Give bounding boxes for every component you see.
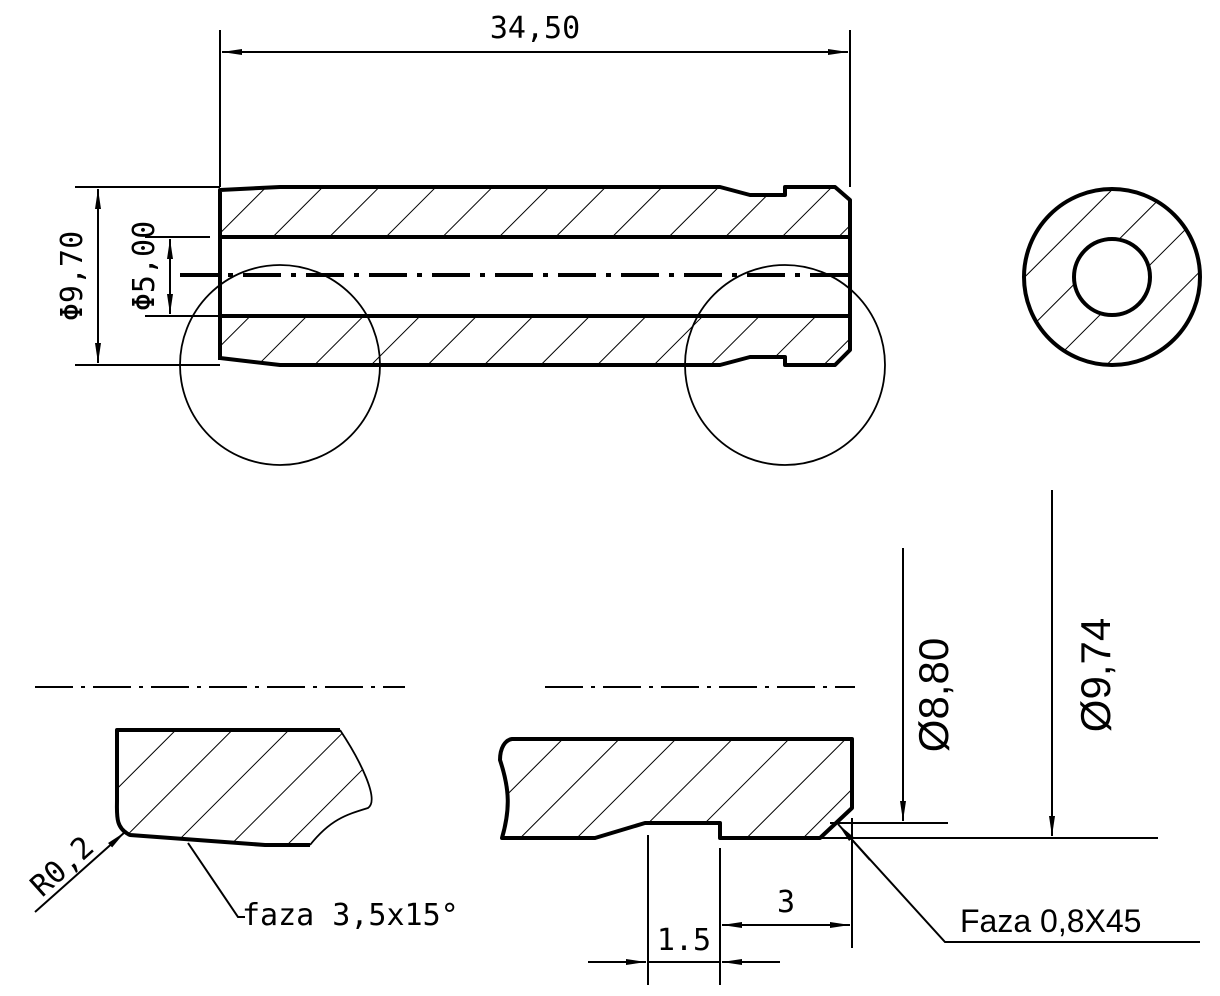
end-view: [1022, 187, 1202, 367]
svg-text:Φ9,70: Φ9,70: [55, 231, 90, 321]
outer-diameter-dimension: Φ9,70: [55, 186, 220, 366]
chamfer-leader: Faza 0,8X45: [837, 823, 1200, 943]
groove-diameter-dimension: Ø8,80: [830, 548, 957, 824]
svg-text:Ø8,80: Ø8,80: [910, 638, 957, 752]
svg-text:Φ5,00: Φ5,00: [127, 221, 162, 311]
svg-text:1.5: 1.5: [657, 923, 711, 958]
detail-circle-right: [684, 264, 886, 466]
side-section-view: [179, 185, 886, 466]
svg-text:Ø9,74: Ø9,74: [1072, 618, 1119, 732]
svg-text:Faza 0,8X45: Faza 0,8X45: [960, 903, 1141, 939]
length-dimension: 34,50: [219, 11, 851, 187]
inner-diameter-dimension: Φ5,00: [127, 221, 220, 317]
detail-right: 3 1.5: [498, 686, 855, 985]
max-diameter-dimension: Ø9,74: [820, 490, 1158, 839]
detail-left: R0,2 faza 3,5x15°: [24, 686, 459, 933]
svg-text:34,50: 34,50: [490, 11, 580, 46]
svg-text:3: 3: [777, 885, 795, 920]
svg-text:faza 3,5x15°: faza 3,5x15°: [242, 898, 459, 933]
svg-text:R0,2: R0,2: [24, 830, 101, 904]
